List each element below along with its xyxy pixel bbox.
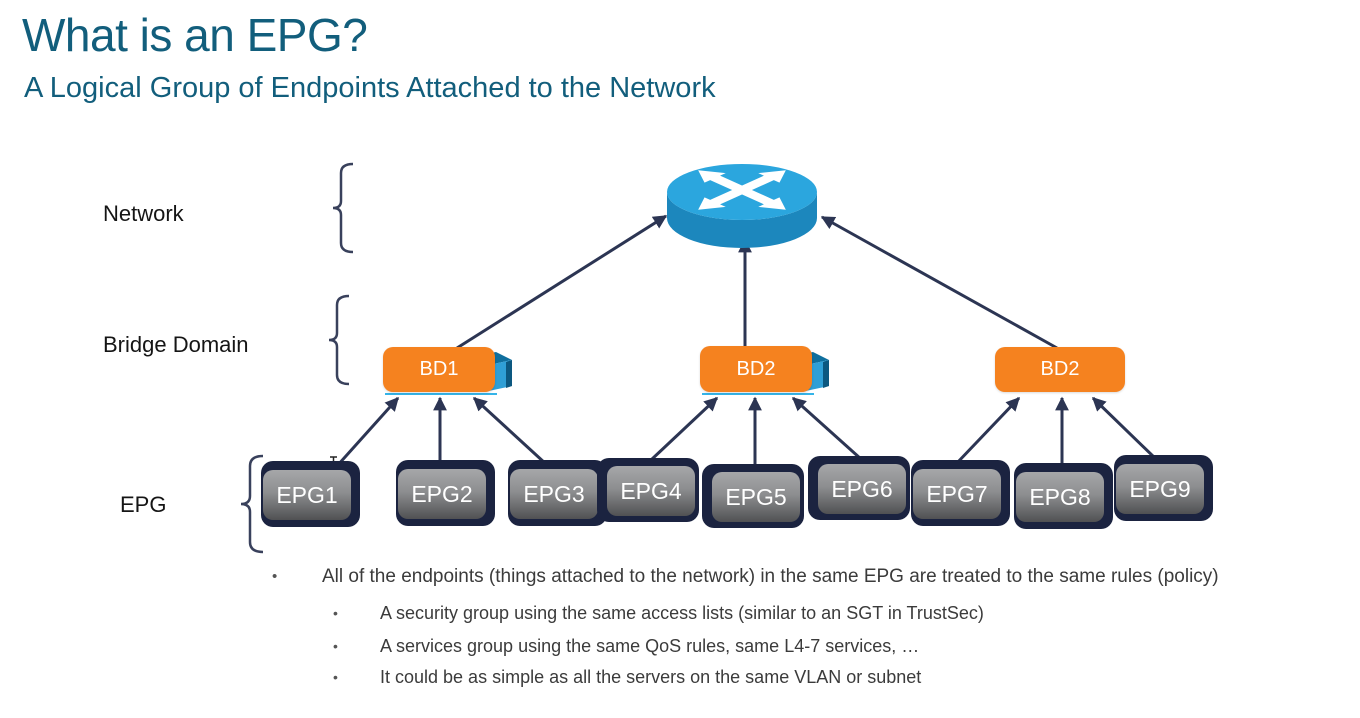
bullet-text: A services group using the same QoS rule… <box>380 636 920 656</box>
epg-node: EPG8 <box>1014 463 1113 529</box>
epg-node: EPG2 <box>396 460 495 526</box>
epg-node: EPG5 <box>702 464 804 528</box>
epg-node: EPG3 <box>508 460 607 526</box>
epg-label: EPG1 <box>263 470 351 520</box>
brace-bridge-domain <box>328 294 350 386</box>
epg-node: EPG1 <box>261 461 360 527</box>
brace-network <box>332 162 354 254</box>
arrows-epg-to-bd <box>335 396 1159 468</box>
router-icon <box>667 164 817 248</box>
bd-node: BD1 <box>383 347 495 392</box>
bullet-level2: • A services group using the same QoS ru… <box>333 636 919 657</box>
arrows-bd-to-router <box>456 214 1058 350</box>
epg-node: EPG7 <box>911 460 1010 526</box>
bd-node: BD2 <box>700 346 812 392</box>
epg-node: EPG9 <box>1114 455 1213 521</box>
bullet-level1: • All of the endpoints (things attached … <box>272 566 1219 588</box>
epg-label: EPG6 <box>818 464 906 514</box>
bullet-text: All of the endpoints (things attached to… <box>322 566 1219 587</box>
epg-label: EPG9 <box>1116 464 1204 514</box>
layer-label-network: Network <box>103 201 184 226</box>
brace-epg <box>240 454 264 554</box>
epg-label: EPG3 <box>510 469 598 519</box>
layer-label-bridge-domain: Bridge Domain <box>103 332 249 357</box>
epg-node: EPG6 <box>808 456 910 520</box>
layer-label-epg: EPG <box>120 492 167 517</box>
bullet-dot: • <box>333 605 338 621</box>
bullet-dot: • <box>272 568 278 585</box>
page-title: What is an EPG? <box>22 9 368 61</box>
epg-label: EPG4 <box>607 466 695 516</box>
epg-label: EPG2 <box>398 469 486 519</box>
bullet-text: A security group using the same access l… <box>380 603 984 623</box>
epg-label: EPG8 <box>1016 472 1104 522</box>
epg-label: EPG7 <box>913 469 1001 519</box>
epg-node: EPG4 <box>597 458 699 522</box>
bullet-dot: • <box>333 669 338 685</box>
bullet-text: It could be as simple as all the servers… <box>380 667 922 687</box>
bullet-level2: • A security group using the same access… <box>333 603 984 624</box>
bullet-level2: • It could be as simple as all the serve… <box>333 667 921 688</box>
bd-node: BD2 <box>995 347 1125 392</box>
bullet-dot: • <box>333 638 338 654</box>
page-subtitle: A Logical Group of Endpoints Attached to… <box>24 72 716 104</box>
epg-label: EPG5 <box>712 472 800 522</box>
